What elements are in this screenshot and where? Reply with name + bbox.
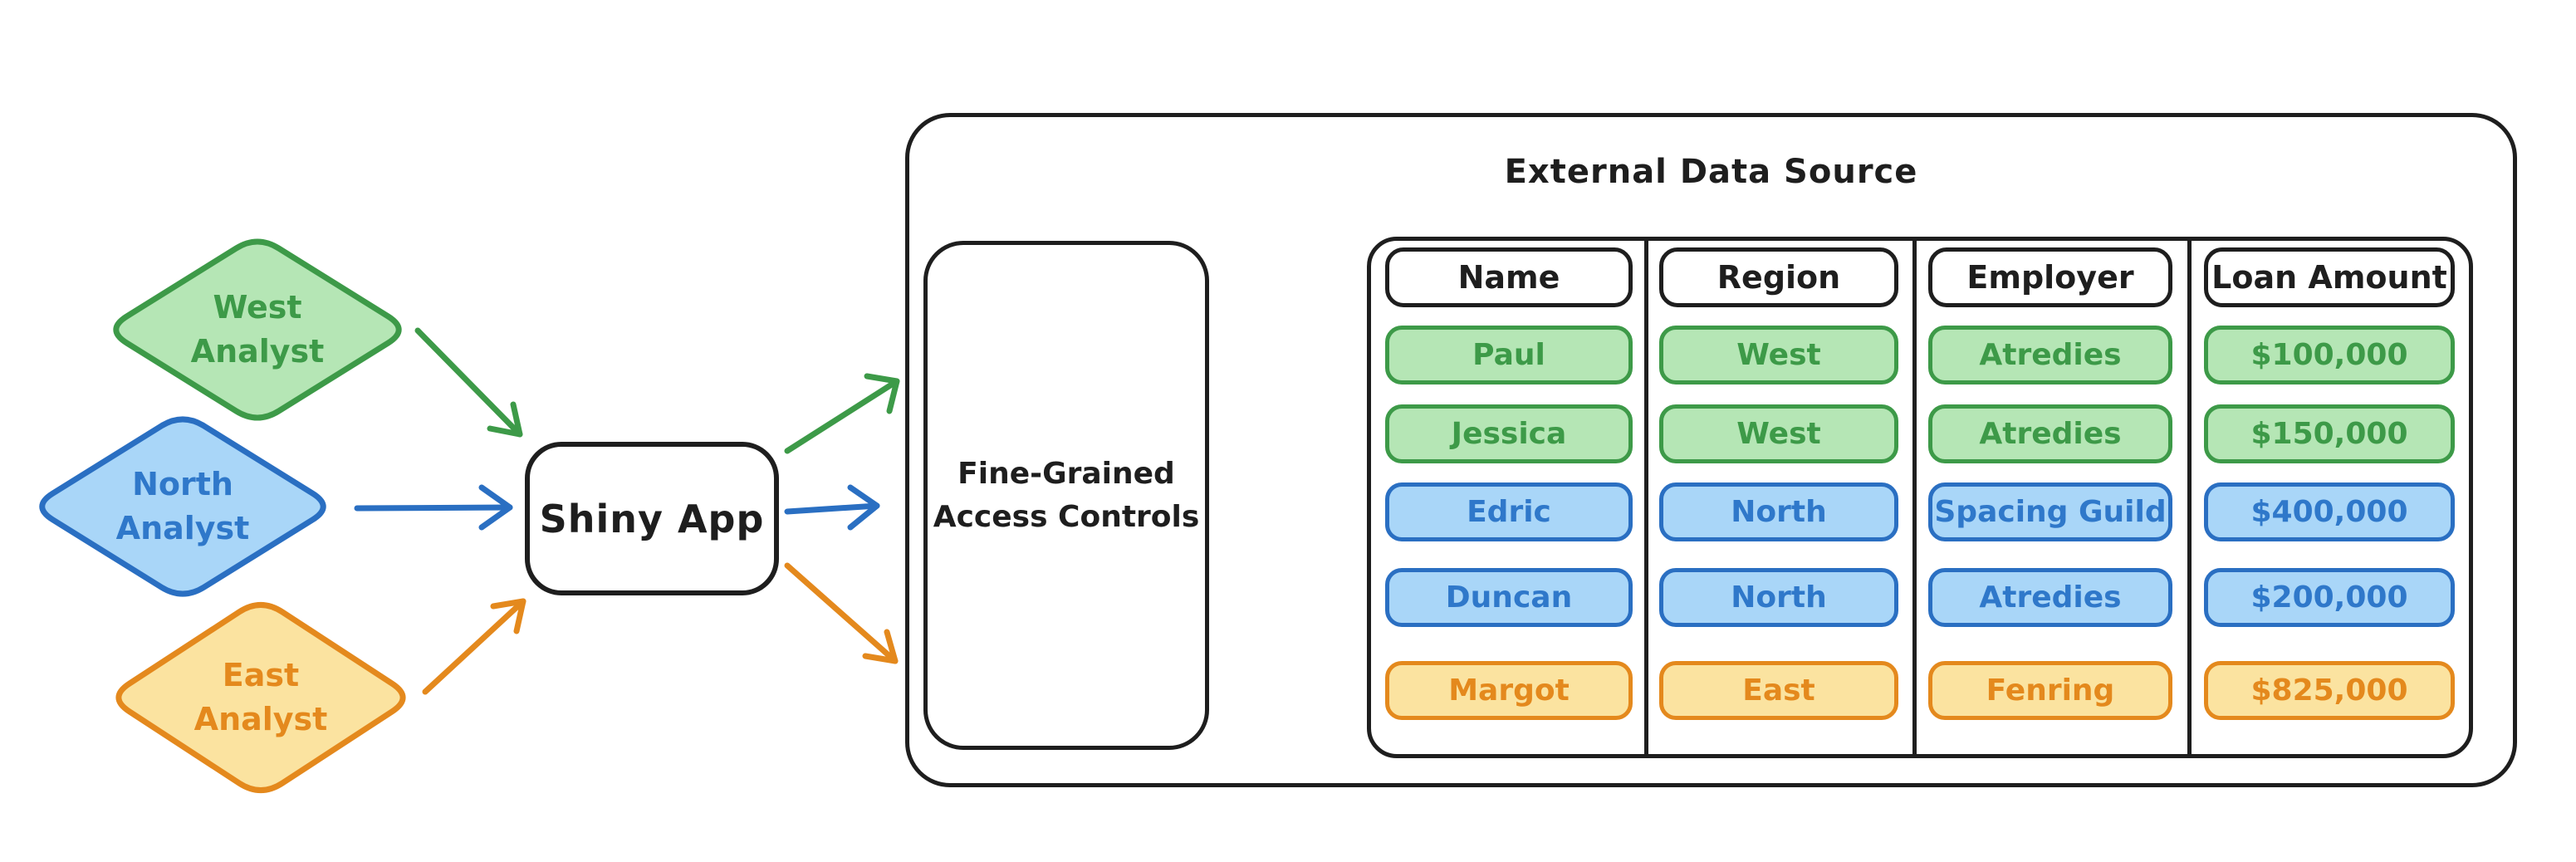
arrow-app-to-fgac-green — [784, 373, 900, 454]
north-analyst-line2: Analyst — [115, 510, 250, 546]
cell-name-3: Duncan — [1385, 568, 1633, 627]
cell-employer-3: Atredies — [1928, 568, 2172, 627]
cell-loan-4: $825,000 — [2204, 661, 2455, 720]
east-analyst-line2: Analyst — [193, 701, 328, 737]
cell-name-4: Margot — [1385, 661, 1633, 720]
east-analyst-line1: East — [222, 657, 300, 693]
west-analyst-line1: West — [213, 289, 302, 326]
header-employer: Employer — [1928, 247, 2172, 307]
column-separator-2 — [1912, 237, 1917, 758]
arrow-app-to-fgac-blue — [784, 484, 880, 531]
cell-name-0: Paul — [1385, 326, 1633, 384]
header-loan-amount: Loan Amount — [2204, 247, 2455, 307]
cell-name-2: Edric — [1385, 482, 1633, 541]
access-controls-line2: Access Controls — [933, 499, 1200, 534]
cell-region-4: East — [1659, 661, 1898, 720]
access-controls-node: Fine-Grained Access Controls — [923, 241, 1209, 750]
column-separator-3 — [2187, 237, 2192, 758]
cell-loan-2: $400,000 — [2204, 482, 2455, 541]
header-name: Name — [1385, 247, 1633, 307]
cell-employer-4: Fenring — [1928, 661, 2172, 720]
cell-region-1: West — [1659, 404, 1898, 463]
cell-employer-0: Atredies — [1928, 326, 2172, 384]
north-analyst-line1: North — [132, 466, 233, 502]
external-data-source-title: External Data Source — [1504, 153, 1918, 191]
cell-region-3: North — [1659, 568, 1898, 627]
cell-employer-1: Atredies — [1928, 404, 2172, 463]
shiny-app-node: Shiny App — [525, 442, 779, 595]
column-separator-1 — [1644, 237, 1648, 758]
cell-name-1: Jessica — [1385, 404, 1633, 463]
cell-region-0: West — [1659, 326, 1898, 384]
arrow-app-to-fgac-orange — [784, 562, 899, 664]
access-controls-line1: Fine-Grained — [957, 456, 1175, 491]
east-analyst-label: East Analyst — [136, 652, 385, 743]
north-analyst-label: North Analyst — [58, 461, 307, 552]
cell-employer-2: Spacing Guild — [1928, 482, 2172, 541]
west-analyst-label: West Analyst — [133, 284, 382, 375]
arrow-west-to-app — [414, 327, 523, 438]
shiny-app-label: Shiny App — [539, 496, 765, 541]
arrow-east-to-app — [422, 598, 526, 695]
header-region: Region — [1659, 247, 1898, 307]
west-analyst-line2: Analyst — [190, 333, 325, 370]
cell-loan-3: $200,000 — [2204, 568, 2455, 627]
cell-loan-1: $150,000 — [2204, 404, 2455, 463]
cell-loan-0: $100,000 — [2204, 326, 2455, 384]
arrow-north-to-app — [354, 484, 513, 531]
cell-region-2: North — [1659, 482, 1898, 541]
